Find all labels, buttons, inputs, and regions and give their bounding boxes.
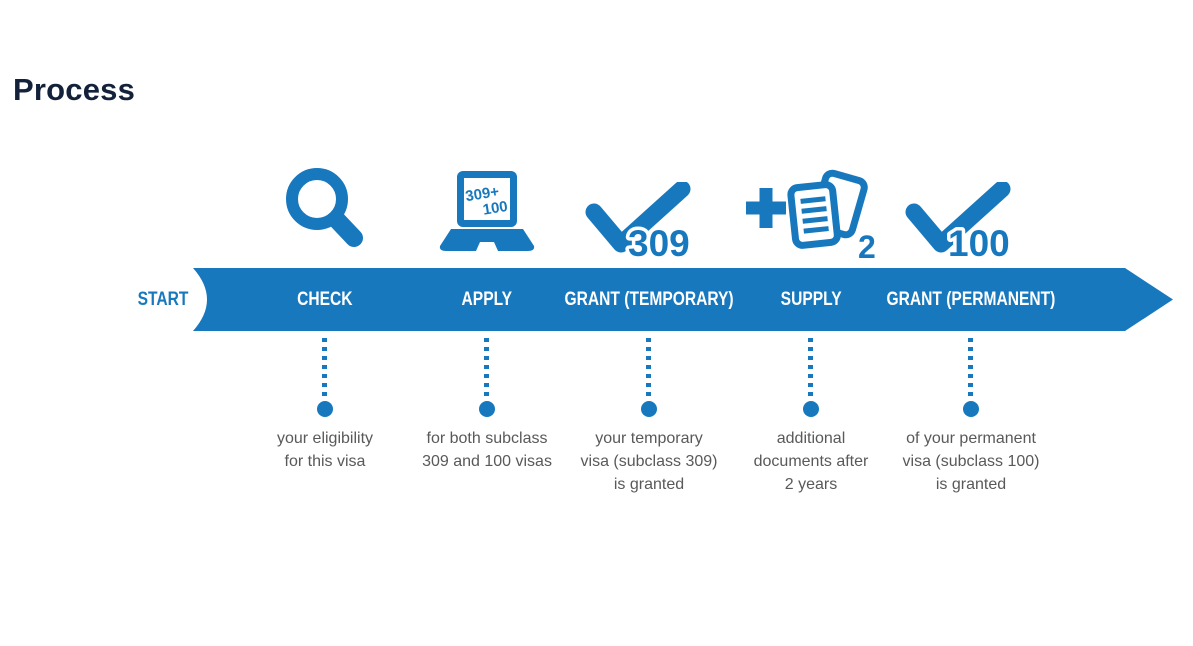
connector-dotted-line [322,338,327,400]
connector-dotted-line [808,338,813,400]
page-title: Process [13,72,136,107]
step-description-check: your eligibility for this visa [276,430,374,470]
checkmark-number: 100 [948,223,1010,262]
connector-dot [479,401,495,417]
checkmark-number: 309 [628,223,690,262]
documents-count: 2 [858,229,876,262]
connector-dot [641,401,657,417]
start-label: START [130,268,196,331]
step-description-grant-temporary: your temporary visa (subclass 309) is gr… [580,430,718,493]
checkmark-icon: 100 [905,182,1013,262]
documents-plus-icon: 2 [746,169,876,262]
step-label-grant-temporary: GRANT (TEMPORARY) [564,288,734,310]
connector-dot [317,401,333,417]
connector-dotted-line [968,338,973,400]
step-label-apply: APPLY [461,288,513,310]
banner-arrow-shape [193,268,1173,331]
step-description-grant-permanent: of your permanent visa (subclass 100) is… [902,430,1040,493]
step-label-grant-permanent: GRANT (PERMANENT) [886,288,1056,310]
step-description-supply: additional documents after 2 years [753,430,869,493]
step-label-check: CHECK [297,288,353,310]
connector-dotted-line [646,338,651,400]
step-description-apply: for both subclass 309 and 100 visas [422,430,552,470]
connector-dot [963,401,979,417]
step-label-supply: SUPPLY [780,288,842,310]
magnifying-glass-icon [286,168,363,247]
laptop-screen-text-line1: 309+ [464,183,500,205]
connector-dotted-line [484,338,489,400]
laptop-screen-text-line2: 100 [482,198,509,219]
laptop-icon: 309+ 100 [439,171,535,251]
connector-dot [803,401,819,417]
start-label-text: START [137,288,189,310]
timeline-arrow-banner [193,268,1173,331]
checkmark-icon: 309 [585,182,693,262]
